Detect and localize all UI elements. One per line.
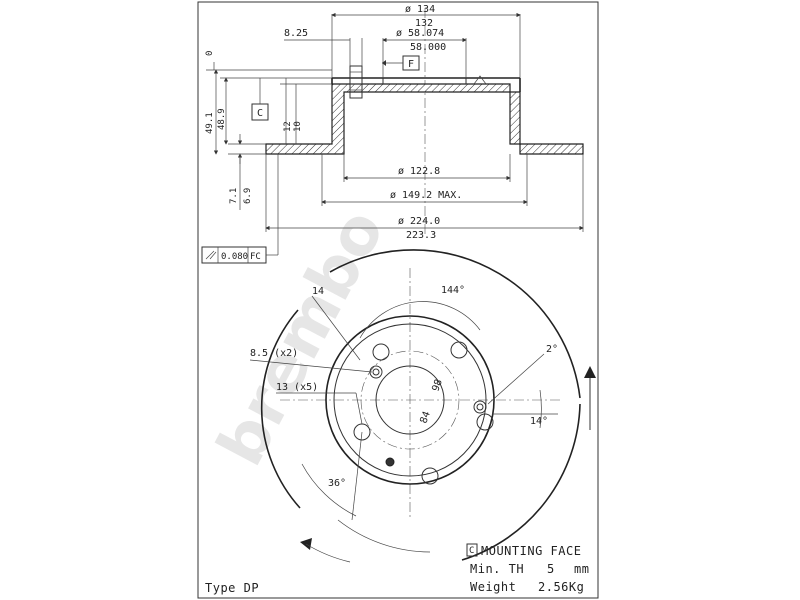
section-view: ø 134 132 ø 58.074 58.000 8.25 F 0 49.1 … [201, 4, 584, 264]
dim-132: 132 [415, 18, 433, 29]
dim-48-9: 48.9 [217, 108, 227, 130]
runout-arrow-icon [205, 250, 217, 260]
dim-d134: ø 134 [405, 4, 435, 15]
label-98: 98 [430, 378, 444, 393]
dim-6-9: 6.9 [243, 188, 253, 204]
dim-d58-074: ø 58.074 [396, 28, 444, 39]
brand-watermark: brembo [204, 198, 399, 478]
runout-tolerance-frame: 0.080 FC [201, 154, 279, 264]
label-36deg: 36° [328, 478, 346, 489]
bolt-hole [476, 413, 494, 431]
drawing-border [197, 1, 599, 599]
runout-ref: FC [250, 252, 261, 262]
dim-7-1: 7.1 [229, 188, 239, 204]
dim-10: 10 [293, 121, 303, 132]
center-bore [375, 365, 445, 435]
mounting-mark: C [469, 546, 474, 556]
disc-outer-arc-top [329, 249, 581, 399]
mounting-face-label: MOUNTING FACE [481, 544, 581, 558]
dim-49-1: 49.1 [205, 112, 215, 134]
min-th-unit: mm [574, 562, 589, 576]
pcd-circle [360, 350, 460, 450]
disc-hat-profile [265, 83, 584, 155]
disc-outer-arc-left [260, 309, 301, 509]
label-14: 14 [312, 286, 324, 297]
label-hole-13: 13 (x5) [276, 382, 318, 393]
dim-12: 12 [283, 121, 293, 132]
datum-f-label: F [408, 59, 414, 70]
front-view: 14 144° 8.5 (x2) 13 (x5) 98 84 2° 14° 36… [249, 249, 596, 563]
label-hole-8-5: 8.5 (x2) [250, 348, 298, 359]
weight-value: 2.56Kg [538, 580, 584, 594]
bolt-hole [372, 343, 390, 361]
hat-inner-circle [333, 323, 487, 477]
type-label: Type DP [205, 581, 259, 595]
mounting-mark-box [466, 543, 478, 557]
bolt-hole [421, 467, 439, 485]
min-th-value: 5 [547, 562, 555, 576]
label-84: 84 [418, 410, 432, 425]
info-block: C MOUNTING FACE Min. TH 5 mm Weight 2.56… [205, 543, 589, 595]
weight-label: Weight [470, 580, 516, 594]
label-144deg: 144° [441, 285, 465, 296]
dim-58-000: 58.000 [410, 42, 446, 53]
dim-0: 0 [205, 51, 215, 56]
datum-c-label: C [257, 108, 263, 119]
dim-223-3: 223.3 [406, 230, 436, 241]
min-th-label: Min. TH [470, 562, 524, 576]
label-2deg: 2° [546, 344, 558, 355]
runout-value: 0.080 [221, 252, 248, 262]
bolt-hole [450, 341, 468, 359]
hat-outer-circle [325, 315, 495, 485]
threaded-hole [473, 400, 487, 414]
label-14deg: 14° [530, 416, 548, 427]
dim-d149-2: ø 149.2 MAX. [390, 190, 462, 201]
dim-d122-8: ø 122.8 [398, 166, 440, 177]
disc-outer-arc-right [461, 403, 581, 561]
dim-d224: ø 224.0 [398, 216, 440, 227]
wheel-stud [349, 65, 363, 99]
dim-8-25: 8.25 [284, 28, 308, 39]
locating-pin [385, 457, 395, 467]
